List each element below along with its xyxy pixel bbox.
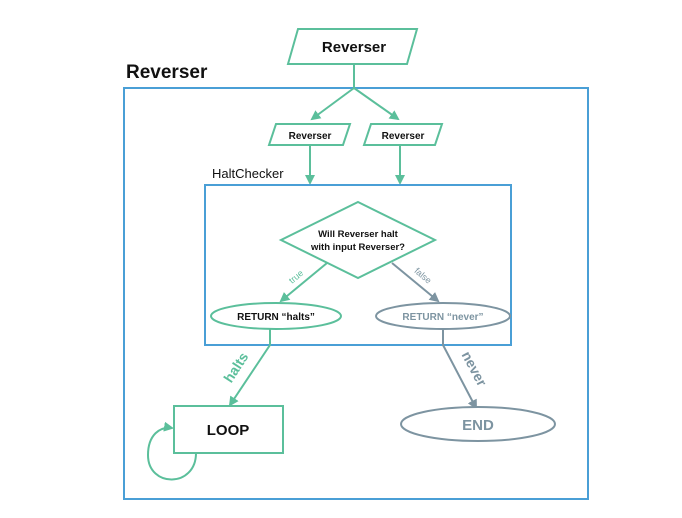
outer-reverser-box — [123, 87, 589, 500]
return-never-label: RETURN “never” — [402, 312, 483, 323]
outer-box-title: Reverser — [126, 62, 208, 83]
split-line-right — [353, 87, 400, 121]
input-label: Reverser — [322, 39, 386, 56]
loop-label: LOOP — [207, 422, 250, 439]
split-line-left — [310, 87, 355, 121]
halts-arrow — [228, 329, 271, 407]
return-halts-label: RETURN “halts” — [237, 312, 315, 323]
loop-self-arrow — [146, 421, 197, 481]
copy-right-parallelogram — [362, 123, 444, 146]
decision-question-line1: Will Reverser halt — [318, 229, 398, 240]
never-arrow — [442, 329, 477, 410]
copy-right-label: Reverser — [382, 131, 425, 142]
copy-left-parallelogram — [267, 123, 352, 146]
input-parallelogram — [286, 28, 419, 65]
decision-question-line2: with input Reverser? — [310, 242, 405, 253]
false-branch-arrow — [391, 262, 440, 303]
halt-checker-box — [204, 184, 512, 346]
end-label: END — [462, 417, 494, 434]
loop-box — [173, 405, 284, 454]
return-halts-ellipse — [210, 302, 342, 330]
decision-diamond — [278, 200, 438, 280]
true-branch-arrow — [279, 262, 328, 303]
copy-left-label: Reverser — [289, 131, 332, 142]
end-ellipse — [400, 406, 556, 442]
halt-checker-title: HaltChecker — [212, 166, 284, 181]
